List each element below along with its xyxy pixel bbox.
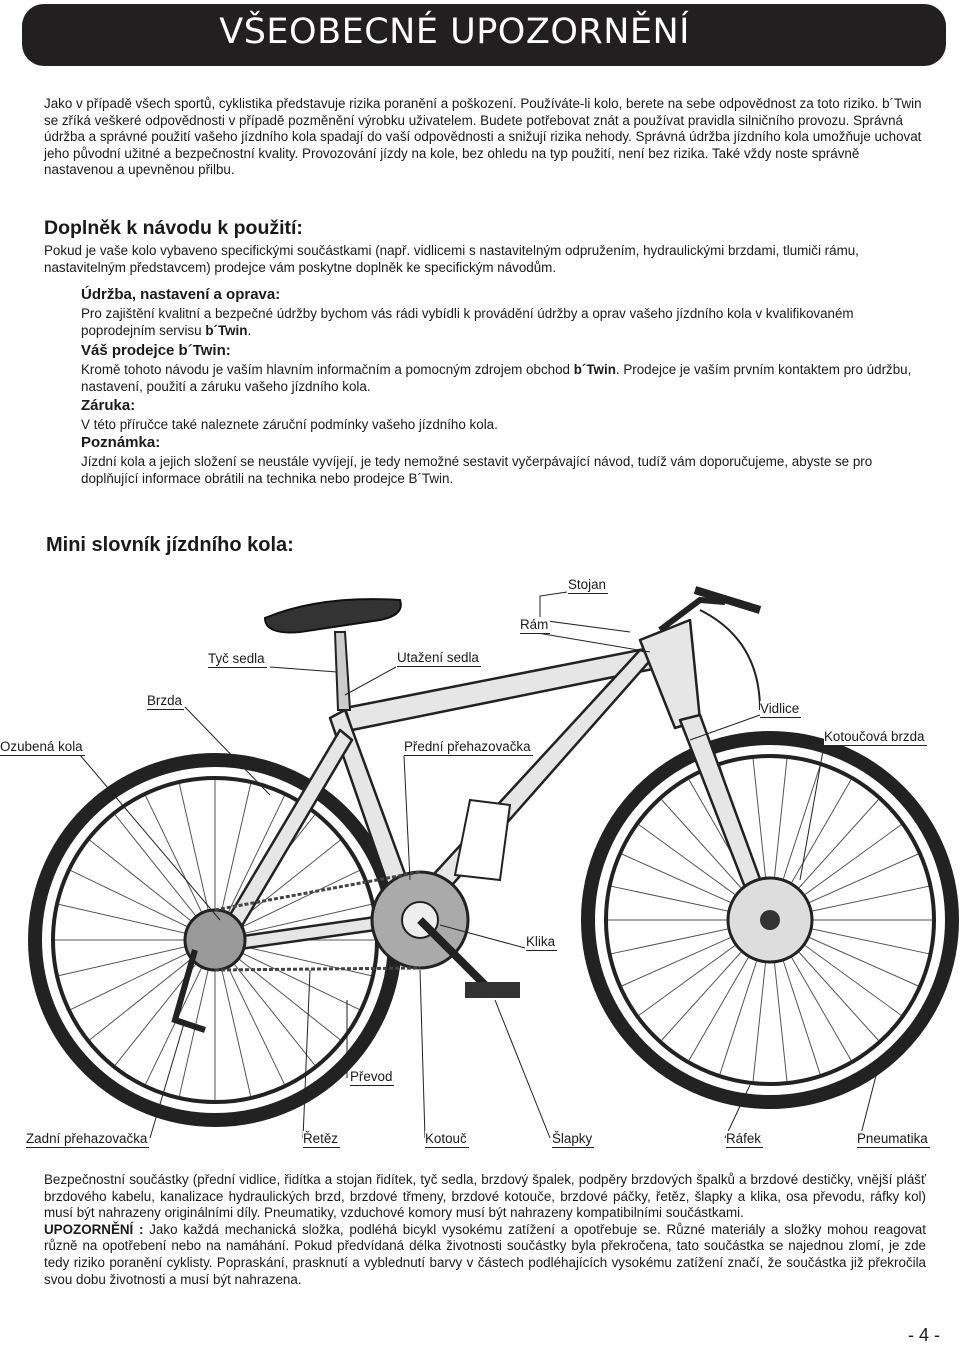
section-text: V této příručce také naleznete záruční p… [81,417,498,432]
saddle [263,598,402,634]
front-rim [604,754,936,1086]
page-number: - 4 - [907,1325,940,1345]
page-title: VŠEOBECNÉ UPOZORNĚNÍ [219,12,690,52]
label-brzda: Brzda [147,693,184,710]
label-predni-prehazovacka: Přední přehazovačka [404,739,533,756]
label-klika: Klika [526,934,558,951]
section-dealer: Váš prodejce b´Twin: Kromě tohoto návodu… [81,342,931,395]
intro-paragraph: Jako v případě všech sportů, cyklistika … [44,96,930,179]
dictionary-heading: Mini slovník jízdního kola: [46,534,294,556]
section-note: Poznámka: Jízdní kola a jejich složení s… [81,434,931,487]
crank-arm [417,917,488,988]
warning-text: UPOZORNĚNÍ : Jako každá mechanická složk… [44,1221,926,1287]
label-ram: Rám [520,617,551,634]
pedal [465,982,520,998]
intro-text: Jako v případě všech sportů, cyklistika … [44,96,922,178]
label-utazeni-sedla: Utažení sedla [397,650,481,667]
safety-parts-paragraph: Bezpečnostní součástky (přední vidlice, … [44,1172,926,1288]
chain [214,870,421,972]
label-vidlice: Vidlice [760,701,802,718]
label-zadni-prehazovacka: Zadní přehazovačka [26,1131,150,1148]
section-title: Váš prodejce b´Twin: [81,342,231,359]
section-maintenance: Údržba, nastavení a oprava: Pro zajištěn… [81,286,931,339]
handlebar [693,586,762,614]
section-text: Kromě tohoto návodu je vaším hlavním inf… [81,362,912,394]
section-warranty: Záruka: V této příručce také naleznete z… [81,397,931,434]
title-banner: VŠEOBECNÉ UPOZORNĚNÍ [22,4,946,66]
label-rafek: Ráfek [726,1131,763,1148]
stem [658,596,726,633]
section-title: Záruka: [81,397,136,414]
head-tube [638,618,702,730]
water-bottle [453,798,512,882]
front-hub [760,910,780,930]
section-text: Jízdní kola a jejich složení se neustále… [81,454,873,486]
safety-parts-text: Bezpečnostní součástky (přední vidlice, … [44,1172,926,1221]
seat-post [333,631,352,711]
front-tire [581,731,959,1109]
brake-cable [699,609,761,711]
label-stojan: Stojan [568,577,608,594]
section-title: Údržba, nastavení a oprava: [81,286,281,303]
section-text: Pro zajištění kvalitní a bezpečné údržby… [81,306,854,338]
supplement-heading: Doplněk k návodu k použití: [44,217,303,239]
warning-label: UPOZORNĚNÍ : [44,1221,144,1237]
label-pneumatika: Pneumatika [857,1131,930,1148]
label-slapky: Šlapky [552,1131,595,1148]
label-kotouc: Kotouč [425,1131,469,1148]
supplement-text: Pokud je vaše kolo vybaveno specifickými… [44,243,859,275]
rear-derailleur [171,949,206,1033]
label-retez: Řetěz [303,1131,340,1148]
label-ozubena-kola: Ozubená kola [0,739,85,756]
bicycle-illustration [28,586,959,1139]
label-tyc-sedla: Tyč sedla [208,651,267,668]
label-kotoucova-brzda: Kotoučová brzda [824,729,927,746]
label-prevod: Převod [350,1069,395,1086]
section-title: Poznámka: [81,434,161,451]
